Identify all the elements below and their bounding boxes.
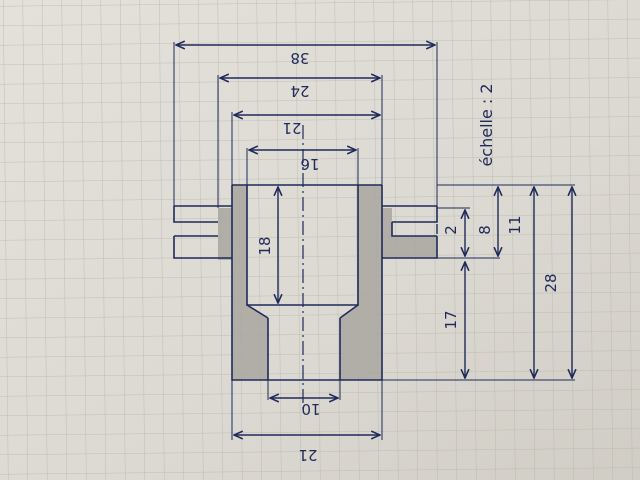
dim-text-11: 11 xyxy=(506,215,524,234)
part-section-shading xyxy=(218,185,437,380)
scale-label: échelle : 2 xyxy=(477,83,496,166)
dim-text-24: 24 xyxy=(290,82,309,100)
dim-text-28: 28 xyxy=(542,273,560,292)
dim-text-16: 16 xyxy=(300,155,319,173)
extension-lines xyxy=(173,42,575,440)
dim-text-18: 18 xyxy=(256,236,274,255)
dim-text-21-bottom: 21 xyxy=(298,446,317,464)
dim-text-10: 10 xyxy=(301,400,320,418)
dim-text-2: 2 xyxy=(442,225,460,235)
dim-text-17: 17 xyxy=(442,310,460,329)
dim-text-21-top: 21 xyxy=(282,119,301,137)
dim-text-8: 8 xyxy=(476,225,494,235)
dimension-lines xyxy=(176,45,572,435)
dim-text-38: 38 xyxy=(290,49,309,67)
